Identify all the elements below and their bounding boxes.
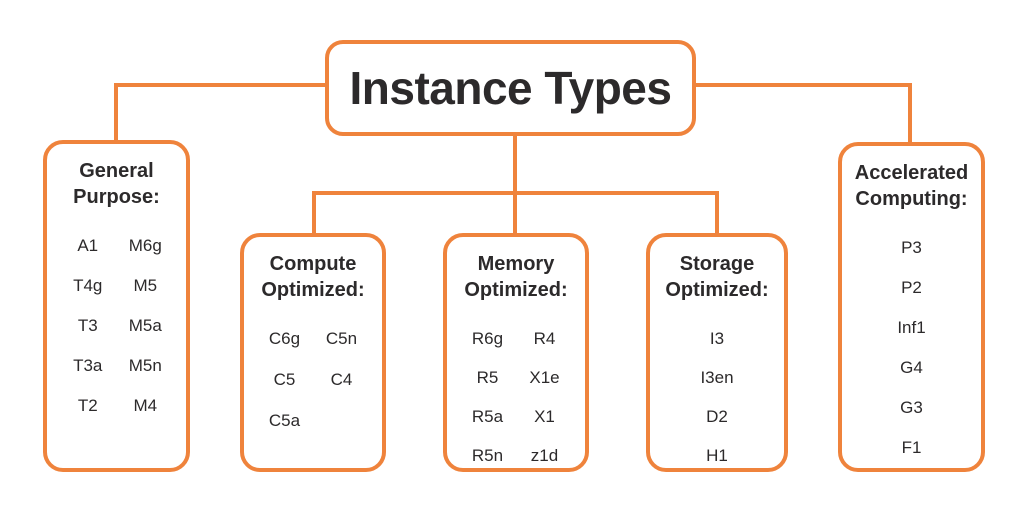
instance-list-storage-optimized: I3 I3en D2 H1	[650, 329, 784, 466]
connector-root-to-middle-vertical	[513, 136, 517, 233]
category-title-accelerated-computing: Accelerated Computing:	[854, 162, 969, 210]
instance-list-general-purpose: A1 M6g T4g M5 T3 M5a T3a M5n T2 M4	[47, 236, 186, 416]
instance-type: R5n	[471, 446, 504, 465]
instance-type: M5n	[128, 356, 162, 375]
instance-list-compute-optimized: C6g C5n C5 C4 C5a	[244, 329, 382, 431]
instance-type: T3a	[73, 356, 103, 375]
instance-type: X1e	[529, 368, 560, 387]
connector-root-to-general-purpose-vertical	[114, 83, 118, 140]
category-title-general-purpose: General Purpose:	[73, 160, 160, 208]
instance-type: X1	[534, 407, 555, 426]
instance-type: G4	[900, 358, 923, 377]
instance-type: M5	[133, 276, 158, 295]
instance-type: C5a	[268, 411, 301, 430]
instance-type: M6g	[128, 236, 162, 255]
instance-list-accelerated-computing: P3 P2 Inf1 G4 G3 F1	[842, 238, 981, 458]
instance-type: P3	[901, 238, 922, 257]
connector-middle-horizontal	[312, 191, 719, 195]
category-title-memory-optimized: Memory Optimized:	[464, 253, 568, 301]
connector-to-storage-vertical	[715, 191, 719, 233]
connector-to-compute-vertical	[312, 191, 316, 233]
category-box-storage-optimized: Storage Optimized: I3 I3en D2 H1	[646, 233, 788, 472]
category-title-storage-optimized: Storage Optimized:	[665, 253, 769, 301]
instance-type: A1	[77, 236, 99, 255]
category-box-general-purpose: General Purpose: A1 M6g T4g M5 T3 M5a T3…	[43, 140, 190, 472]
instance-type: D2	[706, 407, 728, 426]
instance-type: T3	[77, 316, 98, 335]
instance-type: R5a	[471, 407, 504, 426]
category-box-memory-optimized: Memory Optimized: R6g R4 R5 X1e R5a X1 R…	[443, 233, 589, 472]
instance-type: P2	[901, 278, 922, 297]
category-title-compute-optimized: Compute Optimized:	[261, 253, 365, 301]
instance-type: G3	[900, 398, 923, 417]
instance-type: C6g	[268, 329, 301, 348]
connector-root-to-accelerated-vertical	[908, 83, 912, 142]
instance-type: C5n	[325, 329, 358, 348]
category-box-compute-optimized: Compute Optimized: C6g C5n C5 C4 C5a	[240, 233, 386, 472]
instance-type: M4	[133, 396, 158, 415]
instance-type: H1	[706, 446, 728, 465]
instance-type: z1d	[530, 446, 559, 465]
root-node-instance-types: Instance Types	[325, 40, 696, 136]
instance-type: T4g	[73, 276, 103, 295]
instance-type: C4	[330, 370, 353, 389]
instance-type: R5	[476, 368, 499, 387]
instance-list-memory-optimized: R6g R4 R5 X1e R5a X1 R5n z1d	[447, 329, 585, 466]
instance-type: Inf1	[897, 318, 926, 337]
instance-type: C5	[273, 370, 296, 389]
connector-root-to-general-purpose-horizontal	[114, 83, 325, 87]
instance-type: I3	[709, 329, 725, 348]
instance-type: F1	[901, 438, 922, 457]
instance-type: T2	[77, 396, 98, 415]
instance-type: R6g	[471, 329, 504, 348]
category-box-accelerated-computing: Accelerated Computing: P3 P2 Inf1 G4 G3 …	[838, 142, 985, 472]
instance-type: R4	[533, 329, 556, 348]
connector-root-to-accelerated-horizontal	[696, 83, 912, 87]
instance-type: I3en	[700, 368, 734, 387]
instance-type: M5a	[128, 316, 162, 335]
diagram-title: Instance Types	[349, 62, 672, 114]
